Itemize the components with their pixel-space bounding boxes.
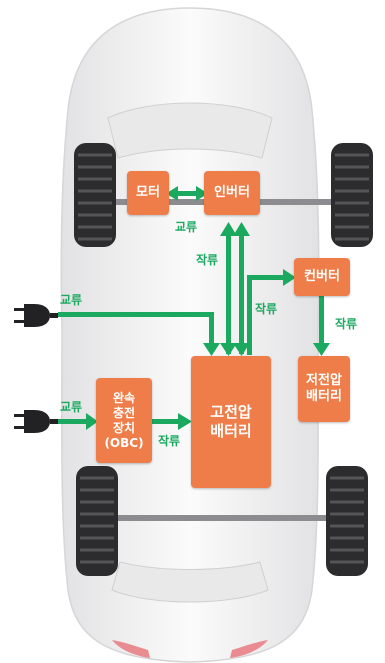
high-voltage-battery-box: 고전압 배터리 [191,356,271,488]
flow-arrows [58,186,330,430]
rear-window [111,561,269,603]
label-ac-plug-top: 교류 [60,293,83,307]
tire-icon-rear-right [326,466,368,576]
label-dc-to-converter: 작류 [255,302,278,316]
low-voltage-battery-box: 저전압 배터리 [298,356,350,422]
onboard-charger-box: 완속 충전 장치 (OBC) [96,378,152,463]
inverter-box: 인버터 [204,171,260,215]
tire-icon-front-left [74,143,116,247]
label-ac-motor-inverter: 교류 [175,220,198,234]
tail-light-left [112,640,150,658]
rear-axle [100,515,350,521]
plug-icon-bottom [14,410,58,433]
motor-box: 모터 [127,171,169,215]
windshield [107,102,273,159]
tire-icon-front-right [331,143,373,247]
tail-light-right [230,640,268,658]
label-dc-inverter: 작류 [196,253,219,267]
plug-icon-top [14,304,58,327]
converter-box: 컨버터 [294,258,350,296]
label-ac-plug-bottom: 교류 [60,400,83,414]
label-dc-obc: 작류 [158,434,181,448]
label-dc-converter-lv: 작류 [335,317,358,331]
tire-icon-rear-left [76,466,118,576]
